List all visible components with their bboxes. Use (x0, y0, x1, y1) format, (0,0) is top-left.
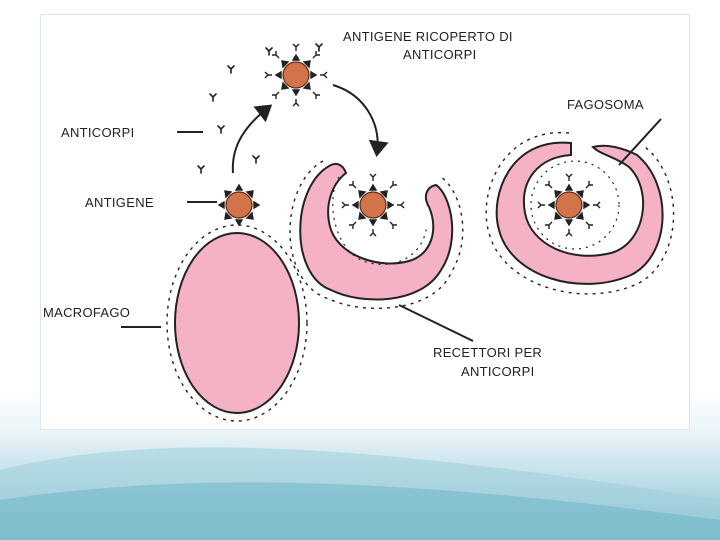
leader-phagosome (618, 118, 662, 166)
label-receptors-line2: ANTICORPI (461, 364, 534, 379)
leader-receptors (398, 304, 474, 342)
coated-antigen-top (265, 44, 327, 106)
label-antigen: ANTIGENE (85, 195, 154, 210)
phagosome-cell (485, 132, 675, 295)
macrophage-cell (166, 224, 308, 422)
arrow-antigen-to-coated (231, 104, 273, 174)
arrow-coated-to-engulfed (332, 84, 389, 157)
antigen-left (218, 184, 260, 226)
free-antibodies (197, 43, 323, 174)
engulfing-cell (289, 160, 464, 310)
label-antibodies: ANTICORPI (61, 125, 134, 140)
diagram-frame: ANTIGENE RICOPERTO DI ANTICORPI FAGOSOMA… (40, 14, 690, 430)
phagocytosis-diagram: ANTIGENE RICOPERTO DI ANTICORPI FAGOSOMA… (43, 29, 675, 422)
coated-antigen-engulfed (342, 174, 404, 236)
label-macrophage: MACROFAGO (43, 305, 130, 320)
coated-antigen-phagosome (538, 174, 600, 236)
label-antigen-coated-line2: ANTICORPI (403, 47, 476, 62)
label-antigen-coated-line1: ANTIGENE RICOPERTO DI (343, 29, 513, 44)
label-phagosome: FAGOSOMA (567, 97, 644, 112)
label-receptors-line1: RECETTORI PER (433, 345, 542, 360)
